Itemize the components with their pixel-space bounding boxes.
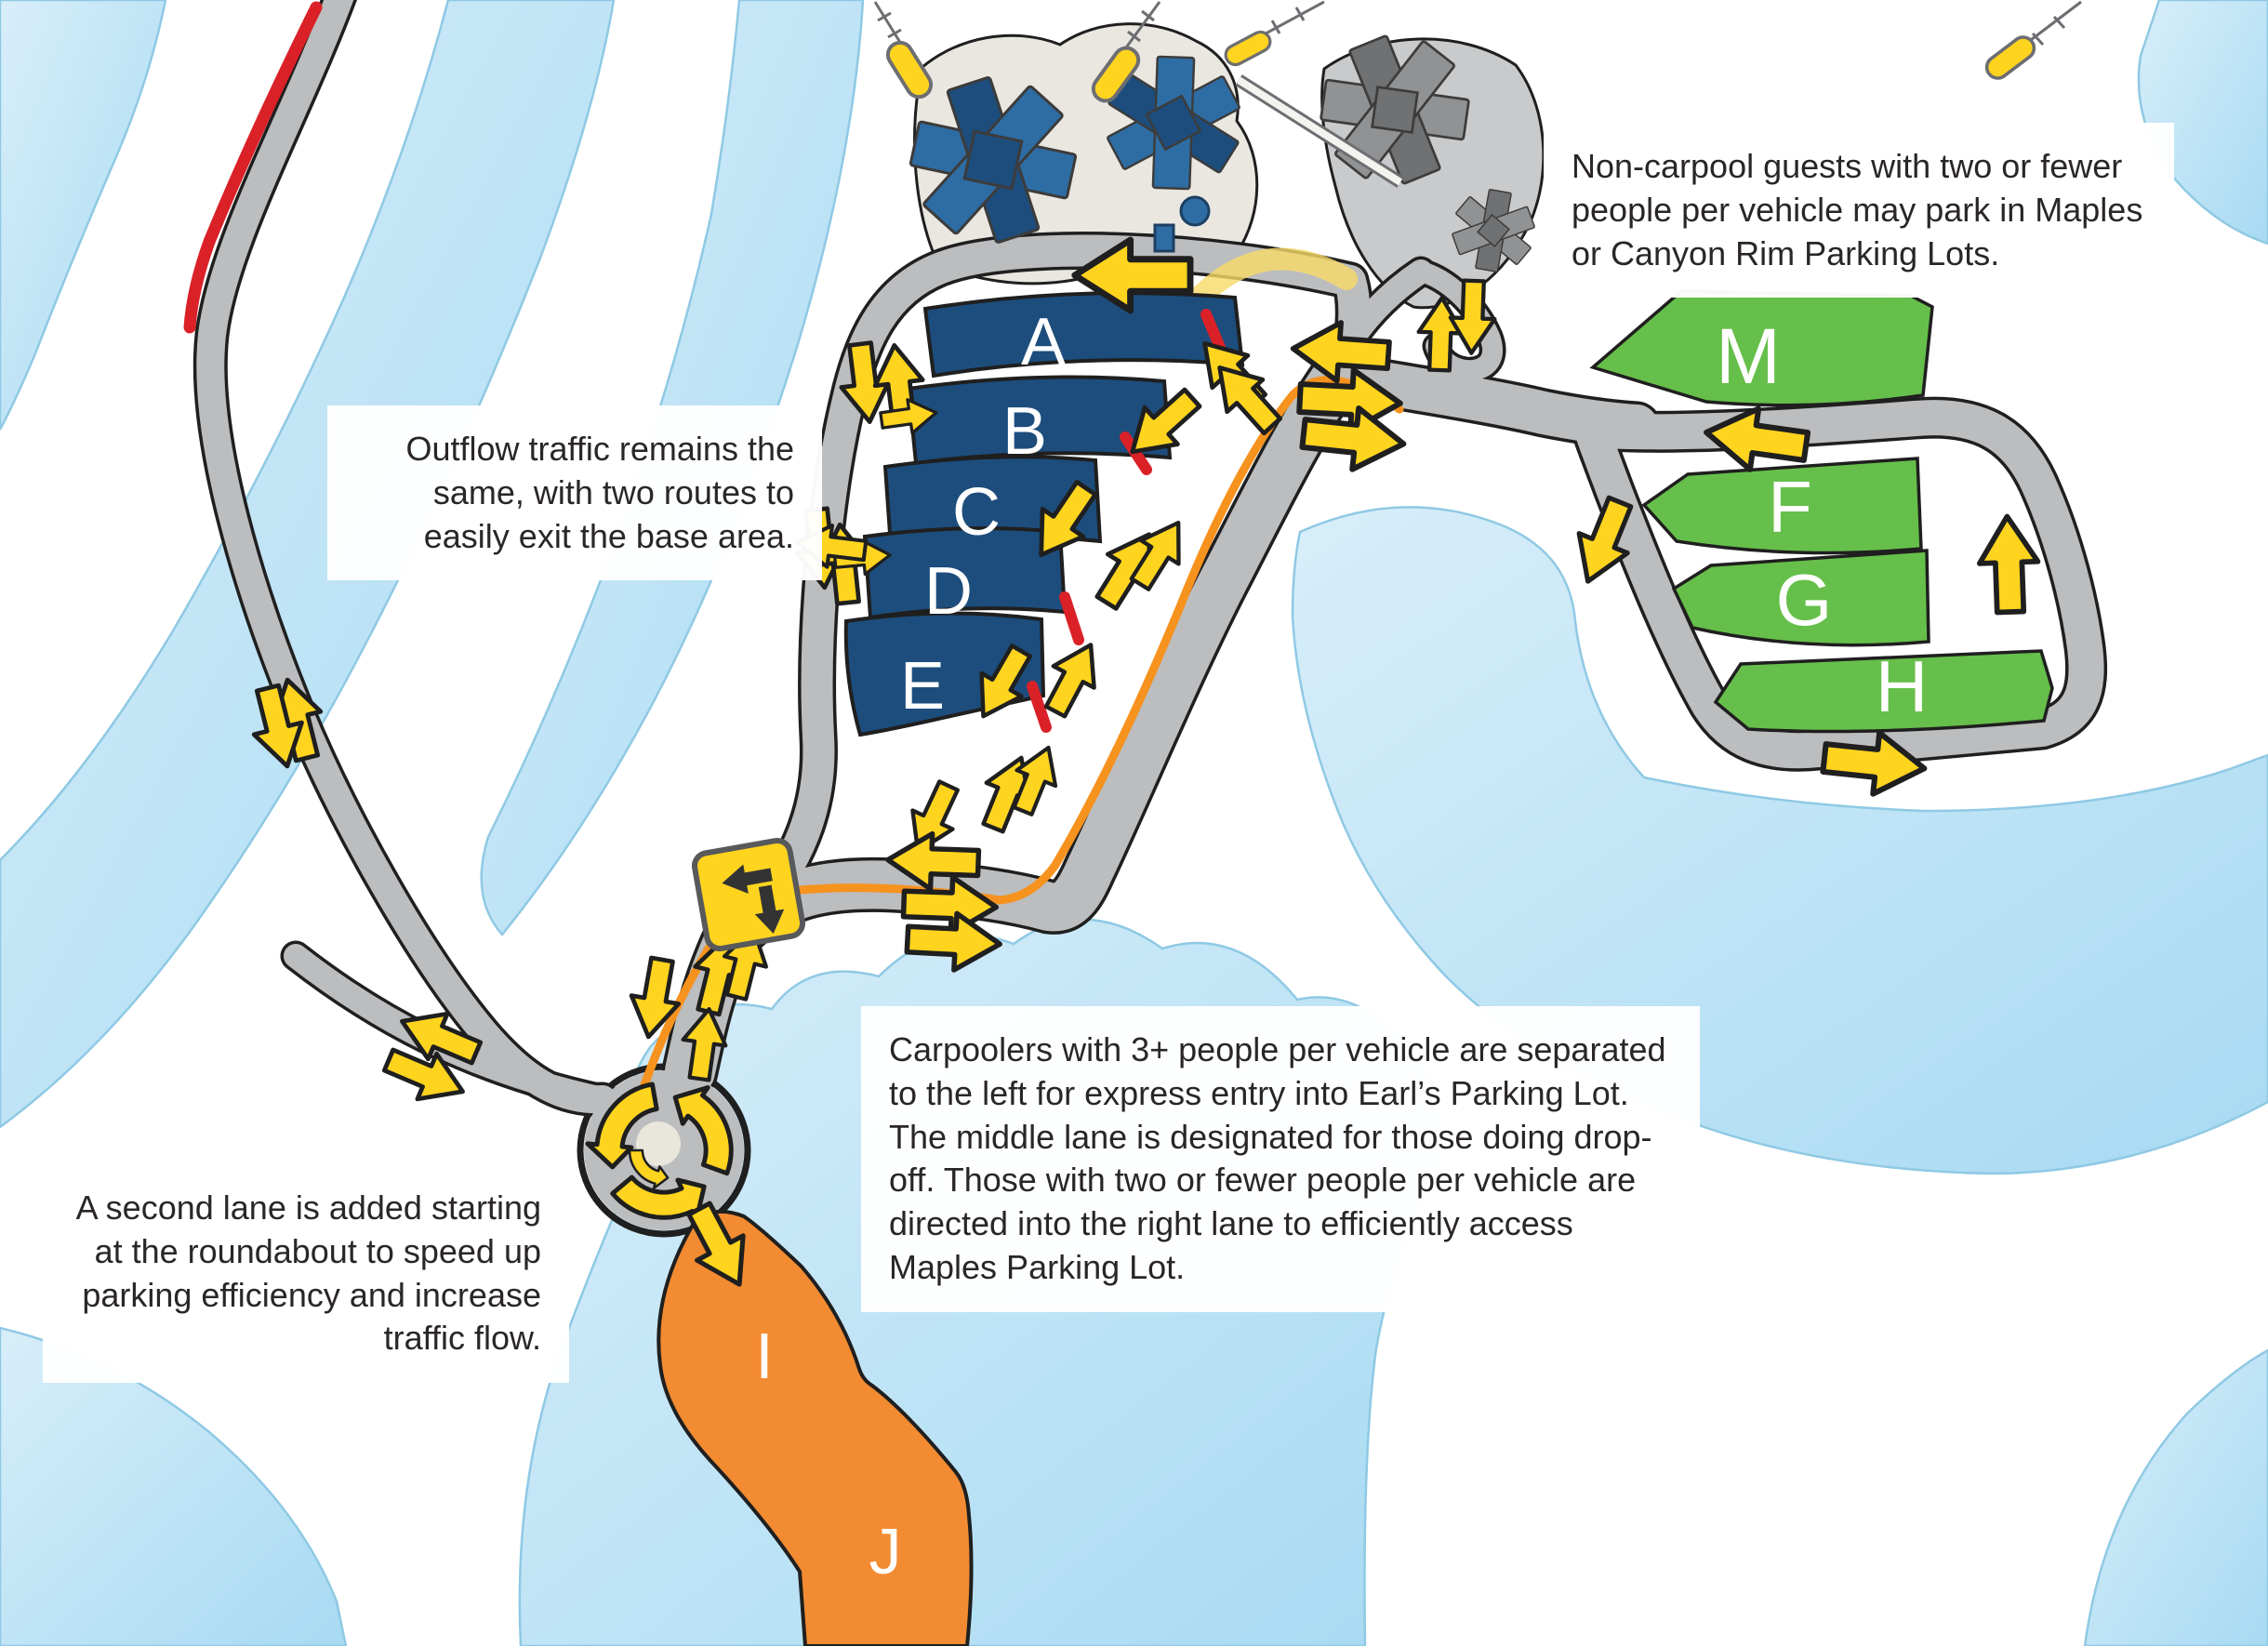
lot-C-label: C — [952, 475, 1001, 550]
round-building — [1179, 195, 1211, 227]
earls-lots — [843, 291, 1245, 737]
lot-A-label: A — [1021, 305, 1066, 379]
base-village-buildings — [896, 26, 1551, 288]
ski-lifts — [873, 0, 2082, 106]
small-building — [1153, 223, 1175, 253]
sign-down-arrow-icon — [754, 884, 785, 935]
note-second-lane: A second lane is added starting at the r… — [43, 1164, 569, 1384]
flow-arrow — [1035, 634, 1111, 723]
lift-terminal-icon — [1220, 27, 1276, 70]
lane-direction-sign — [691, 837, 806, 952]
lot-J-label: J — [869, 1515, 902, 1587]
flow-arrow — [1978, 515, 2039, 613]
closed-road-stripe — [183, 1, 323, 334]
note-noncarpool: Non-carpool guests with two or fewer peo… — [1544, 123, 2174, 299]
roundabout-island — [636, 1122, 681, 1166]
lot-D-label: D — [924, 554, 973, 629]
lot-F-shape — [1641, 457, 1923, 555]
lot-H-shape — [1713, 649, 2054, 734]
maples-canyon-rim-lots — [1589, 289, 2054, 734]
lot-M-label: M — [1716, 312, 1781, 400]
lift-terminal-icon — [1981, 31, 2040, 85]
lot-H-label: H — [1876, 645, 1928, 727]
lot-F-label: F — [1768, 466, 1812, 548]
lot-I-J-shape — [657, 1209, 974, 1646]
dropoff-lane-segment — [1187, 247, 1358, 311]
lot-A-shape — [922, 291, 1245, 378]
lot-G-shape — [1671, 549, 1930, 647]
sign-left-arrow-icon — [722, 864, 773, 895]
lot-I-label: I — [755, 1320, 773, 1392]
pedestrian-bridge-deck — [1236, 76, 1403, 186]
lot-B-label: B — [1002, 394, 1047, 469]
note-outflow: Outflow traffic remains the same, with t… — [327, 405, 822, 581]
lot-G-label: G — [1776, 559, 1833, 641]
lot-M-shape — [1589, 289, 1934, 407]
note-carpool: Carpoolers with 3+ people per vehicle ar… — [861, 1006, 1700, 1312]
lot-labels: A B C D E M F G H I J — [755, 305, 1928, 1587]
overflow-lots — [657, 1209, 974, 1646]
lot-E-label: E — [900, 649, 945, 723]
